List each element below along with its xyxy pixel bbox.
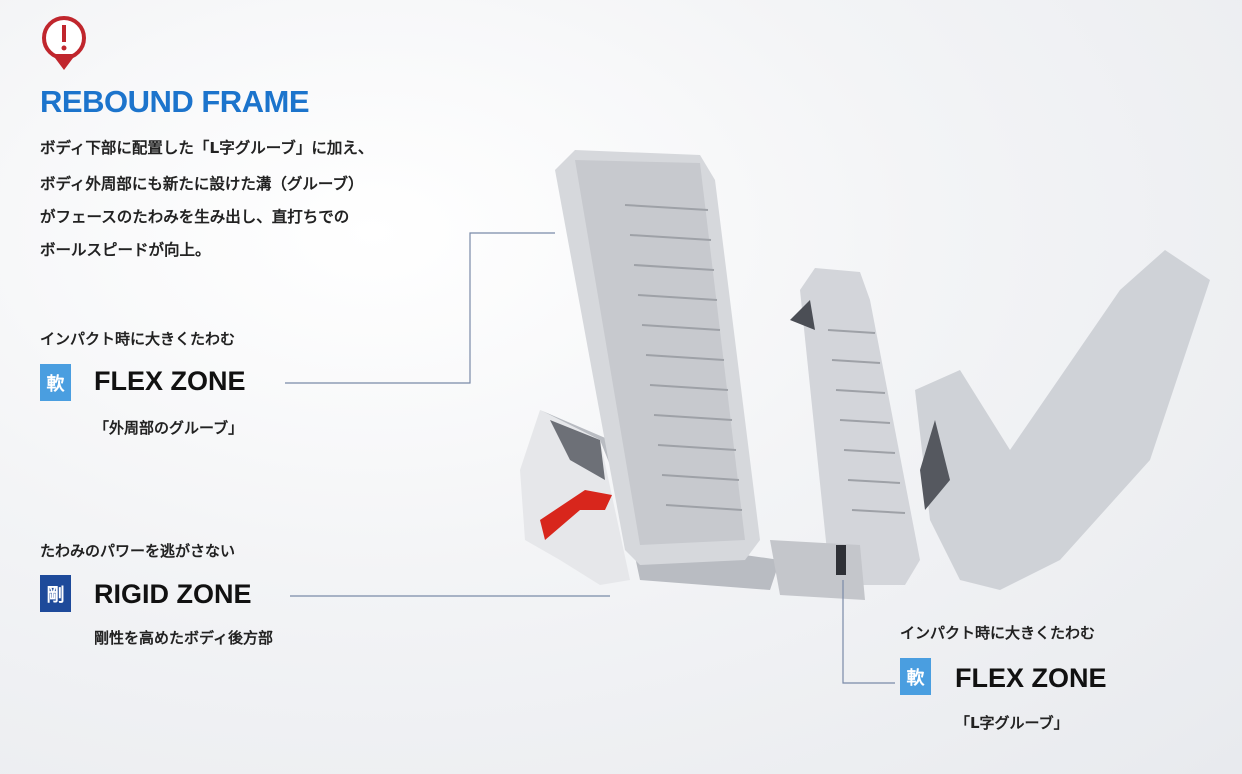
rigid-zone-label: RIGID ZONE [94,579,252,609]
description-line: ボールスピードが向上。 [40,241,211,259]
description-line: がフェースのたわみを生み出し、直打ちでの [40,208,350,226]
flex-zone-subtitle: 「外周部のグルーブ」 [94,419,244,437]
iron-middle-section [770,268,920,600]
rigid-badge: 剛 [40,575,71,612]
flex-zone-label: FLEX ZONE [94,366,246,396]
flex-badge-right: 軟 [900,658,931,695]
leader-lines [285,232,895,684]
flex-zone-caption-right: インパクト時に大きくたわむ [900,624,1096,642]
iron-hosel [915,250,1210,590]
iron-face-plate [555,150,760,565]
description-line: ボディ下部に配置した「L字グルーブ」に加え、 [40,139,374,157]
flex-badge: 軟 [40,364,71,401]
flex-zone-subtitle-right: 「L字グルーブ」 [955,714,1069,732]
alert-pin-icon [42,16,86,70]
page-title: REBOUND FRAME [40,84,310,119]
rigid-zone-caption: たわみのパワーを逃がさない [40,542,236,560]
force-arrow [540,490,612,540]
flex-zone-label-right: FLEX ZONE [955,663,1107,693]
rigid-zone-subtitle: 剛性を高めたボディ後方部 [94,629,273,647]
flex-zone-caption: インパクト時に大きくたわむ [40,330,236,348]
description-line: ボディ外周部にも新たに設けた溝（グルーブ） [40,175,364,193]
